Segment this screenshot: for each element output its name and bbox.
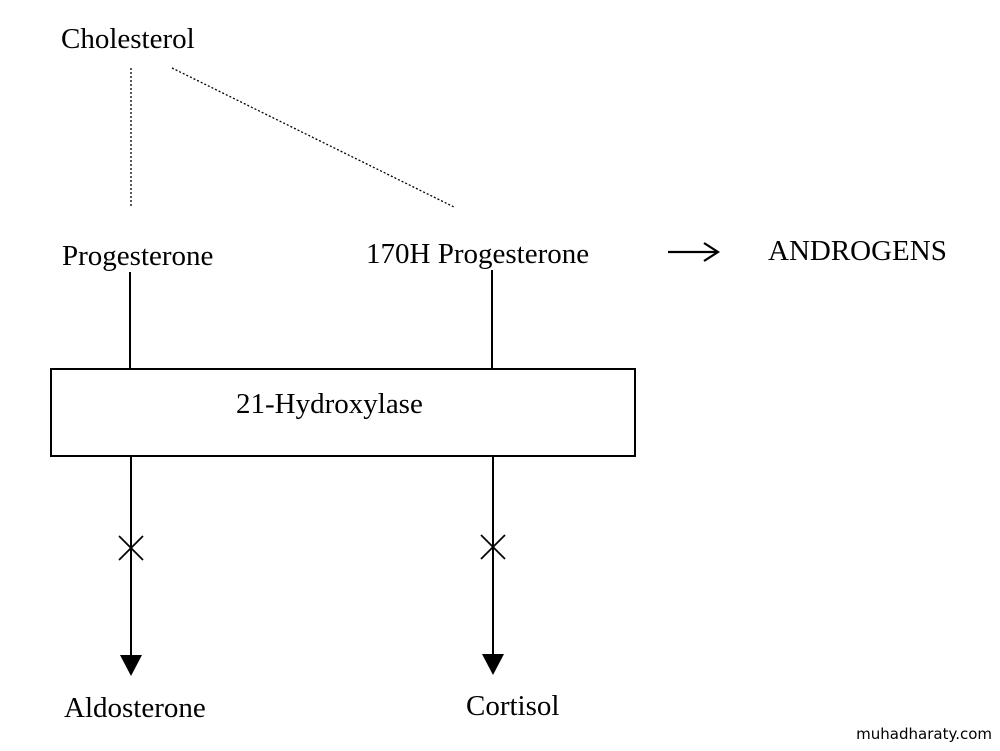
aldosterone-block-cross-icon (118, 535, 144, 561)
node-aldosterone: Aldosterone (64, 692, 206, 724)
dotted-link-to-17oh-progesterone (171, 67, 455, 208)
node-cortisol: Cortisol (466, 690, 560, 722)
node-17oh-progesterone: 170H Progesterone (366, 238, 590, 270)
node-androgens: ANDROGENS (768, 235, 947, 267)
node-progesterone: Progesterone (62, 240, 214, 272)
enzyme-label: 21-Hydroxylase (236, 388, 423, 420)
cortisol-arrow-head (482, 654, 504, 675)
node-cholesterol: Cholesterol (61, 23, 195, 55)
androgens-arrow-head (703, 242, 721, 262)
aldosterone-arrow-head (120, 655, 142, 676)
cortisol-block-cross-icon (480, 534, 506, 560)
enzyme-box (50, 368, 636, 457)
watermark: muhadharaty.com (856, 725, 992, 743)
